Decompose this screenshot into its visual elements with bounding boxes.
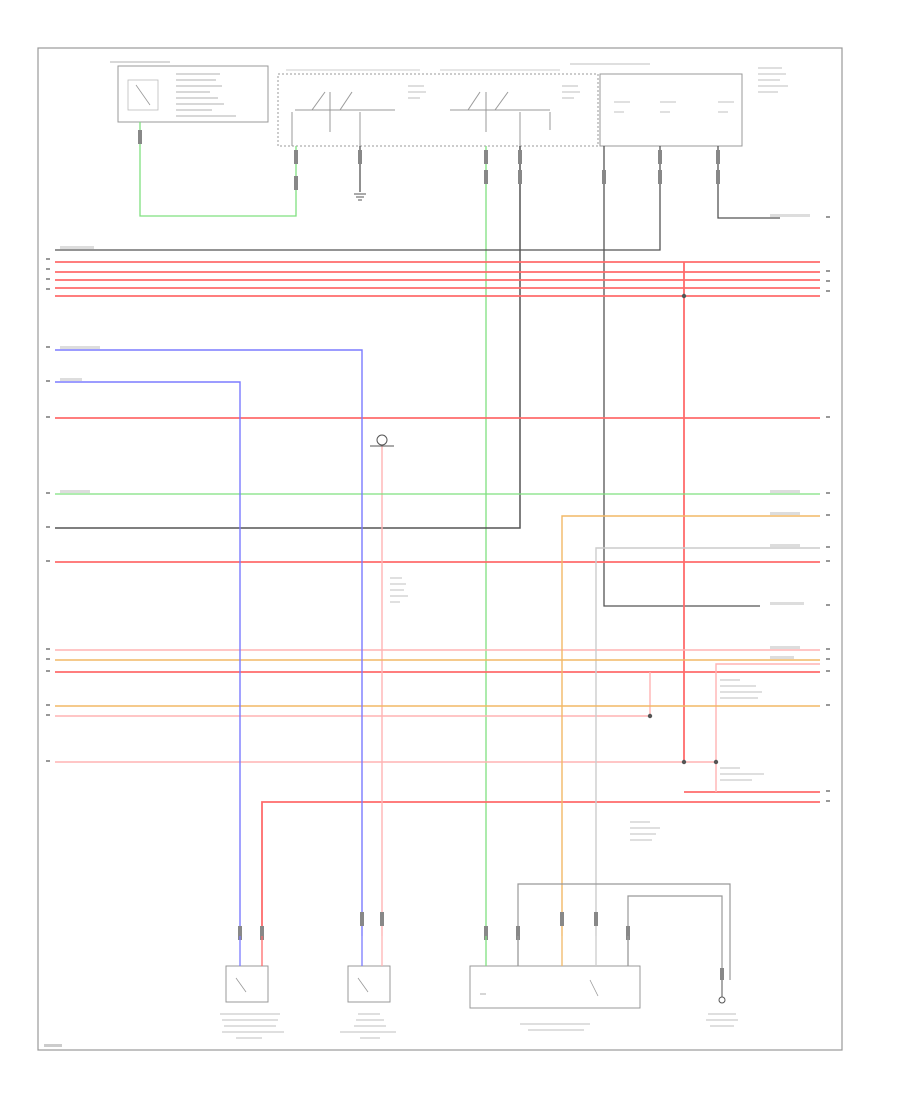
- center-module: [340, 965, 396, 1039]
- wire-blue-1: [55, 349, 363, 936]
- fuel-pump-module: [469, 965, 641, 1031]
- wire-red-bottom: [261, 801, 820, 936]
- splice-symbol: [370, 434, 394, 447]
- diagram-frame: [37, 47, 843, 1051]
- circuit-breaker-box: [570, 63, 788, 147]
- right-switch: [706, 980, 738, 1027]
- wire-green-top-loop: [139, 122, 297, 217]
- wire-pink-fuel-4: [595, 547, 820, 936]
- wire-orange-fuel: [561, 515, 820, 936]
- wire-black-cb-mid: [55, 146, 661, 251]
- fuse-block-box: [110, 61, 269, 123]
- wire-black-cb-left: [603, 146, 760, 607]
- ground-symbol-top: [354, 193, 366, 201]
- left-module: [220, 965, 284, 1039]
- wire-black-cb-right: [717, 146, 780, 219]
- wire-gray-fuel-2: [627, 895, 723, 980]
- wire-blue-2: [55, 381, 241, 936]
- wire-black-relay: [55, 146, 521, 529]
- relay-block-box: [277, 69, 599, 147]
- wire-gray-fuel-1: [517, 883, 731, 980]
- wire-pink-3: [55, 663, 820, 763]
